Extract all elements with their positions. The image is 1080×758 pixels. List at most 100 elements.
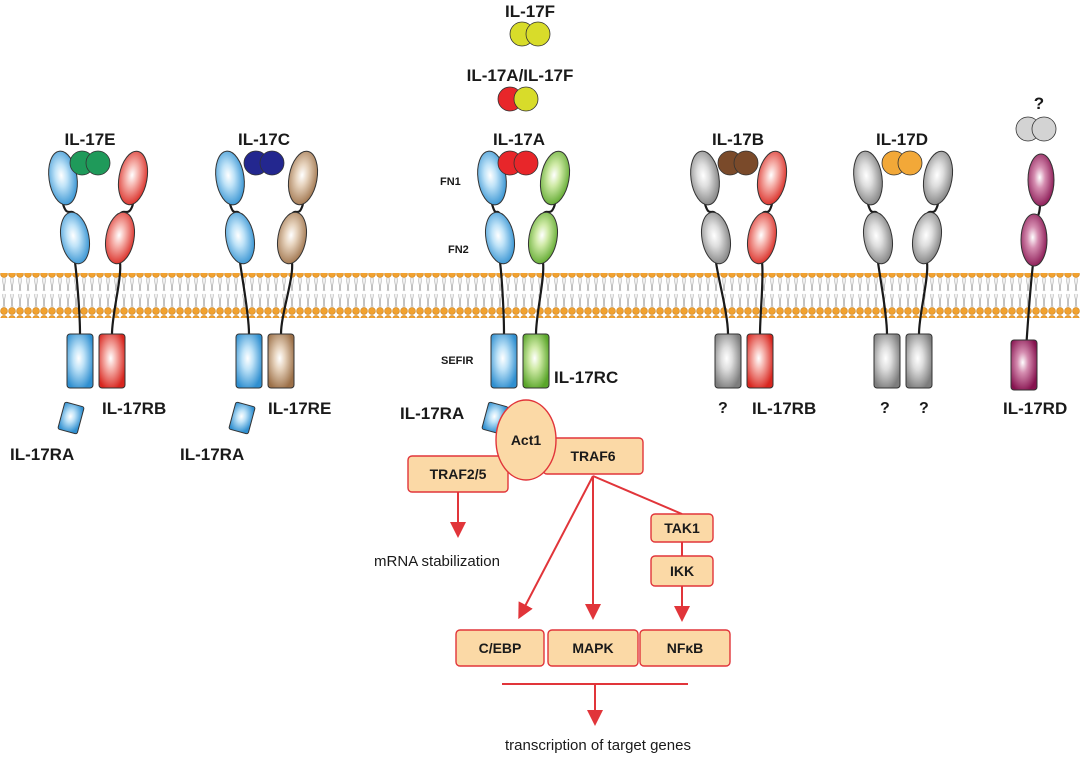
svg-text:C/EBP: C/EBP [479,640,522,656]
receptors-layer [48,150,1055,435]
svg-text:MAPK: MAPK [572,640,613,656]
receptor-e-left-fn2 [59,211,91,265]
svg-text:TRAF6: TRAF6 [570,448,615,464]
receptor-c-left-fn2 [224,211,256,265]
ligand-dimer-il17d [881,150,923,176]
svg-text:Act1: Act1 [511,432,542,448]
ligand-dimer-unknown [1015,116,1057,142]
receptor-label-a-left: IL-17RA [400,404,464,423]
receptor-b-right [746,150,788,389]
receptor-c-left-fn1 [215,150,245,206]
svg-text:TRAF2/5: TRAF2/5 [430,466,487,482]
receptor-label-e-left: IL-17RA [10,445,74,464]
receptor-rd [1010,153,1055,391]
receptor-e-right-fn2 [104,211,136,265]
domain-label-fn2: FN2 [448,244,469,256]
receptor-a-left-fn2 [484,211,516,265]
receptor-rd-intracellular [1010,339,1038,391]
receptor-c-left-sefir [235,333,263,389]
ligand-il17d-subunit-2 [897,150,923,176]
receptor-d-left-fn2 [862,211,894,265]
receptor-b-left-sefir [714,333,742,389]
traf25-box: TRAF2/5 [407,455,509,493]
svg-text:NFκB: NFκB [667,640,704,656]
ligand-dimer-il17e [69,150,111,176]
receptor-label-d-right: ? [919,400,929,417]
receptor-b-right-fn1 [756,150,788,206]
receptor-label-b-right: IL-17RB [752,399,816,418]
transcription-label: transcription of target genes [505,737,691,754]
receptor-b-left [690,150,742,389]
receptor-a-right-fn2 [527,211,559,265]
receptor-d-right [905,150,954,389]
signaling-arrows [450,475,690,726]
act1-node: Act1 [495,399,557,481]
receptor-c-right-sefir [267,333,295,389]
cebp-box: C/EBP [455,629,545,667]
mrna-stabilization-label: mRNA stabilization [374,553,500,570]
receptor-rd-fn1 [1027,153,1055,207]
ligand-label-il17a: IL-17A [493,130,545,149]
ligand-label-il17f: IL-17F [505,2,555,21]
receptor-e-right-sefir [98,333,126,389]
ligand-il17a-subunit-2 [513,150,539,176]
receptor-e-left-tail [57,401,85,435]
receptor-d-right-sefir [905,333,933,389]
receptor-a-right-sefir [522,333,550,389]
ligand-label-il17b: IL-17B [712,130,764,149]
ligand-label-il17c: IL-17C [238,130,290,149]
receptor-label-d-left: ? [880,400,890,417]
ligand-il17e-subunit-2 [85,150,111,176]
ligand-dimer-il17b [717,150,759,176]
receptor-d-left-fn1 [853,150,883,206]
ligand-label-il17af: IL-17A/IL-17F [467,66,574,85]
receptor-c-right-fn1 [287,150,319,206]
ligand-il17f-subunit-2 [525,21,551,47]
ligand-label-il17d: IL-17D [876,130,928,149]
receptor-label-a-right: IL-17RC [554,368,618,387]
ligand-dimer-il17a [497,150,539,176]
ligand-label-unknown: ? [1034,94,1044,113]
ligand-dimer-il17f [509,21,551,47]
traf6-box: TRAF6 [542,437,644,475]
receptor-e-right-fn1 [117,150,149,206]
receptor-d-right-fn1 [922,150,954,206]
receptor-d-left-sefir [873,333,901,389]
receptor-b-right-sefir [746,333,774,389]
receptor-label-c-right: IL-17RE [268,399,331,418]
receptor-b-left-fn1 [690,150,720,206]
receptor-label-c-left: IL-17RA [180,445,244,464]
receptor-d-right-fn2 [911,211,943,265]
receptor-label-e-right: IL-17RB [102,399,166,418]
ligand-il17c-subunit-2 [259,150,285,176]
receptor-d-left [853,150,901,389]
receptor-label-rd: IL-17RD [1003,399,1067,418]
receptor-rd-fn2 [1020,213,1048,267]
receptor-a-right-fn1 [539,150,571,206]
ligand-il17af-subunit-2 [513,86,539,112]
svg-text:TAK1: TAK1 [664,520,700,536]
svg-text:IKK: IKK [670,563,694,579]
tak1-box: TAK1 [650,513,714,543]
ligand-il17b-subunit-2 [733,150,759,176]
domain-label-fn1: FN1 [440,176,461,188]
receptor-c-right-fn2 [276,211,308,265]
domain-label-sefir: SEFIR [441,355,473,367]
receptor-a-right [522,150,571,389]
receptor-c-right [267,150,319,389]
ligand-dimer-il17af [497,86,539,112]
receptor-c-left-tail [228,401,256,435]
ligands-layer [69,21,1057,176]
receptor-label-b-left: ? [718,400,728,417]
mapk-box: MAPK [547,629,639,667]
receptor-b-left-fn2 [700,211,732,265]
receptor-e-left-sefir [66,333,94,389]
ikk-box: IKK [650,555,714,587]
receptor-a-left-sefir [490,333,518,389]
receptor-b-right-fn2 [746,211,778,265]
receptor-e-left [48,150,94,435]
ligand-dimer-il17c [243,150,285,176]
receptor-e-right [98,150,149,389]
receptor-a-left [477,150,518,435]
